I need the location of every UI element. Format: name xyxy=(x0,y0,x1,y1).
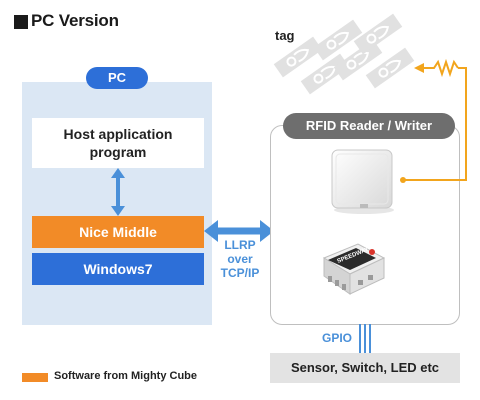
llrp-label: LLRP over TCP/IP xyxy=(220,238,260,280)
horizontal-double-arrow-icon xyxy=(204,220,274,242)
gpio-lines xyxy=(359,324,371,354)
windows-box: Windows7 xyxy=(32,253,204,285)
legend-swatch xyxy=(22,373,48,382)
rfid-tag-icon xyxy=(333,39,383,81)
connection-dot-icon xyxy=(400,177,406,183)
host-label-line1: Host application xyxy=(63,126,173,142)
rfid-tag-icon xyxy=(273,36,323,78)
rfid-tags-group xyxy=(273,13,415,95)
rfid-tag-icon xyxy=(365,47,415,89)
reader-badge: RFID Reader / Writer xyxy=(283,113,455,139)
nice-middle-box: Nice Middle xyxy=(32,216,204,248)
page-title: PC Version xyxy=(31,11,119,30)
legend-label: Software from Mighty Cube xyxy=(54,370,198,382)
host-application-box: Host application program xyxy=(32,118,204,168)
reader-device-icon: SPEEDWAY xyxy=(322,243,386,295)
resistor-icon xyxy=(424,58,459,78)
arrow-head-icon xyxy=(414,63,424,73)
gpio-label: GPIO xyxy=(322,331,353,345)
title-square-icon xyxy=(14,15,28,29)
host-label-line2: program xyxy=(89,144,147,160)
sensor-switch-led-box: Sensor, Switch, LED etc xyxy=(270,353,460,383)
tag-label: tag xyxy=(275,28,295,43)
pc-badge: PC xyxy=(86,67,148,89)
antenna-icon xyxy=(331,149,394,214)
rfid-tag-icon xyxy=(353,13,403,55)
antenna-wire xyxy=(400,58,467,183)
vertical-double-arrow-icon xyxy=(111,168,125,216)
rfid-tag-icon xyxy=(313,19,363,61)
